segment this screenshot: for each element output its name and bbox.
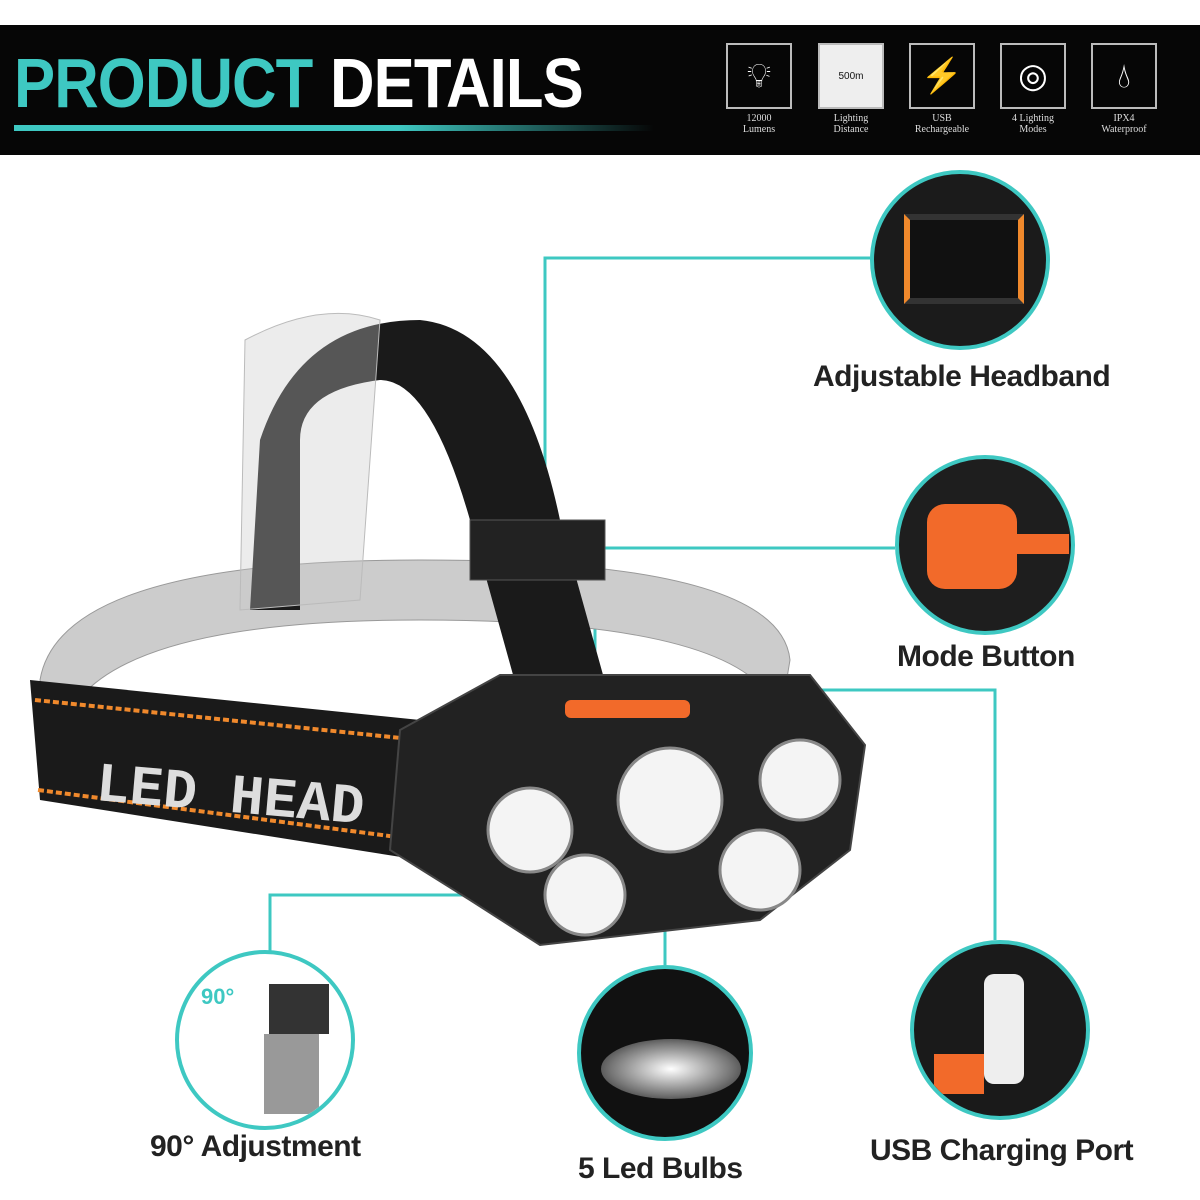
distance-badge: 500m — [838, 70, 864, 82]
feature-usb-line1: USB — [932, 113, 952, 124]
feature-modes-line1: 4 Lighting — [1012, 113, 1054, 124]
mode-button-detail-image — [895, 455, 1075, 635]
led-bulbs-detail-image — [577, 965, 753, 1141]
mode-button[interactable] — [565, 700, 690, 718]
title-details: DETAILS — [330, 44, 584, 122]
feature-lumens-line1: 12000 — [746, 113, 772, 124]
label-usb-charging-port: USB Charging Port — [870, 1134, 1134, 1167]
label-5-led-bulbs: 5 Led Bulbs — [578, 1152, 743, 1185]
distance-icon: 500m — [818, 43, 884, 109]
led-bulbs — [486, 738, 842, 937]
title-underline — [14, 125, 654, 131]
feature-lumens-line2: Lumens — [742, 124, 776, 135]
headband: LED HEAD — [30, 312, 791, 860]
angle-label: 90° — [201, 984, 235, 1009]
feature-distance-line1: Lighting — [833, 113, 869, 124]
feature-waterproof-line2: Waterproof — [1101, 124, 1147, 135]
feature-usb-line2: Rechargeable — [914, 124, 970, 135]
feature-modes-line2: Modes — [1019, 124, 1047, 135]
adjustment-detail-image: 90° — [175, 950, 355, 1130]
label-mode-button: Mode Button — [897, 640, 1075, 673]
label-90-adjustment: 90° Adjustment — [150, 1130, 361, 1163]
water-drops-icon: 💧︎ — [1091, 43, 1157, 109]
feature-waterproof-line1: IPX4 — [1113, 113, 1135, 124]
lightbulb-icon: 💡︎ — [726, 43, 792, 109]
headband-detail-image — [870, 170, 1050, 350]
usb-port-detail-image — [910, 940, 1090, 1120]
rings-icon: ◎ — [1000, 43, 1066, 109]
label-adjustable-headband: Adjustable Headband — [813, 360, 1111, 393]
feature-distance-line2: Distance — [833, 124, 869, 135]
usb-icon: ⚡ — [909, 43, 975, 109]
title-product: PRODUCT — [14, 44, 313, 122]
